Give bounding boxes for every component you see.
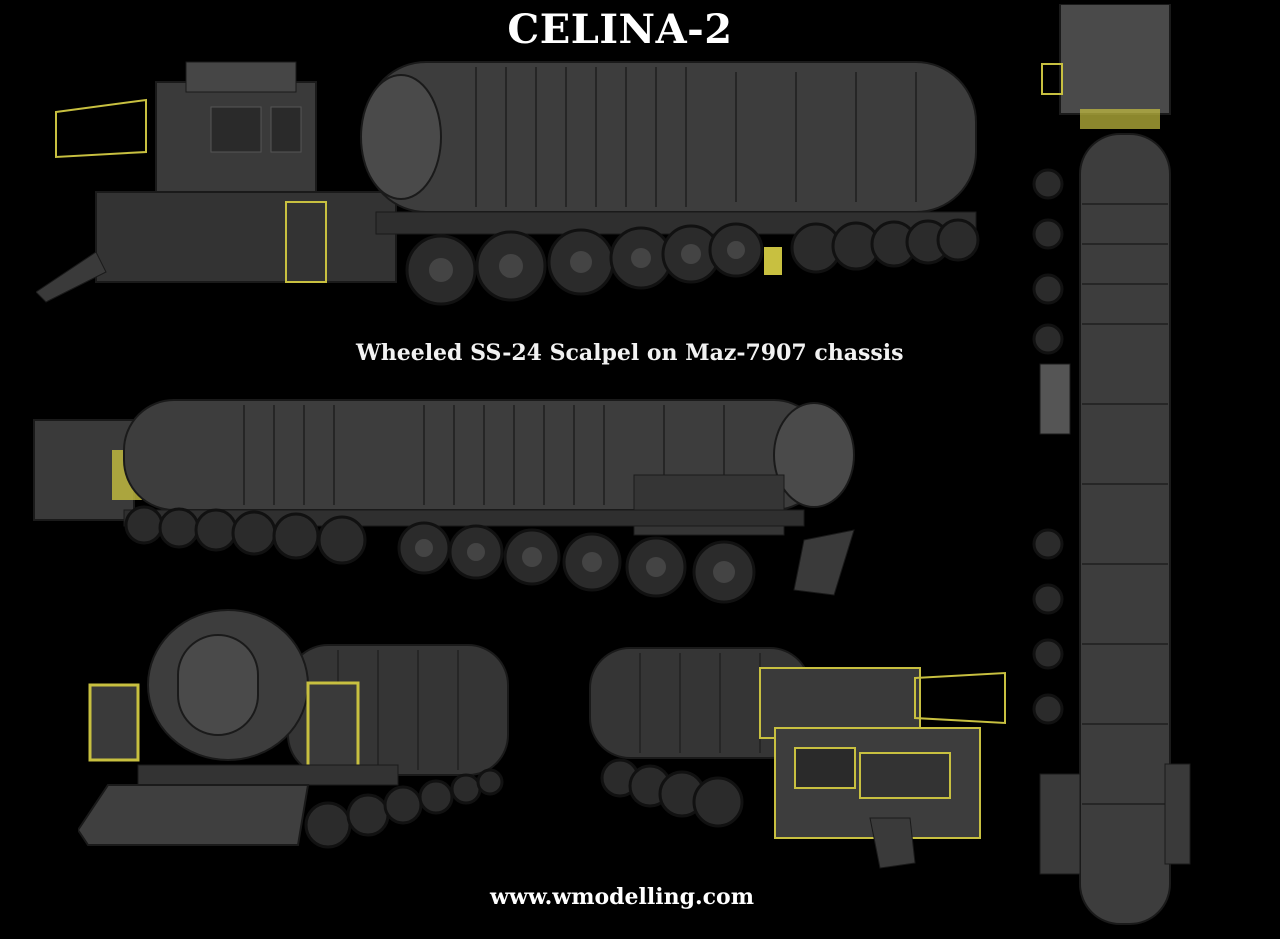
vehicle-render-front xyxy=(560,628,1010,878)
vehicle-render-top xyxy=(1020,4,1200,934)
vehicle-description: Wheeled SS-24 Scalpel on Maz-7907 chassi… xyxy=(356,340,904,366)
vehicle-render-side-2 xyxy=(4,380,874,610)
page-title: CELINA-2 xyxy=(507,6,733,53)
vehicle-render-side-1 xyxy=(36,52,996,312)
website-url: www.wmodelling.com xyxy=(490,884,754,910)
vehicle-render-rear xyxy=(78,605,528,865)
